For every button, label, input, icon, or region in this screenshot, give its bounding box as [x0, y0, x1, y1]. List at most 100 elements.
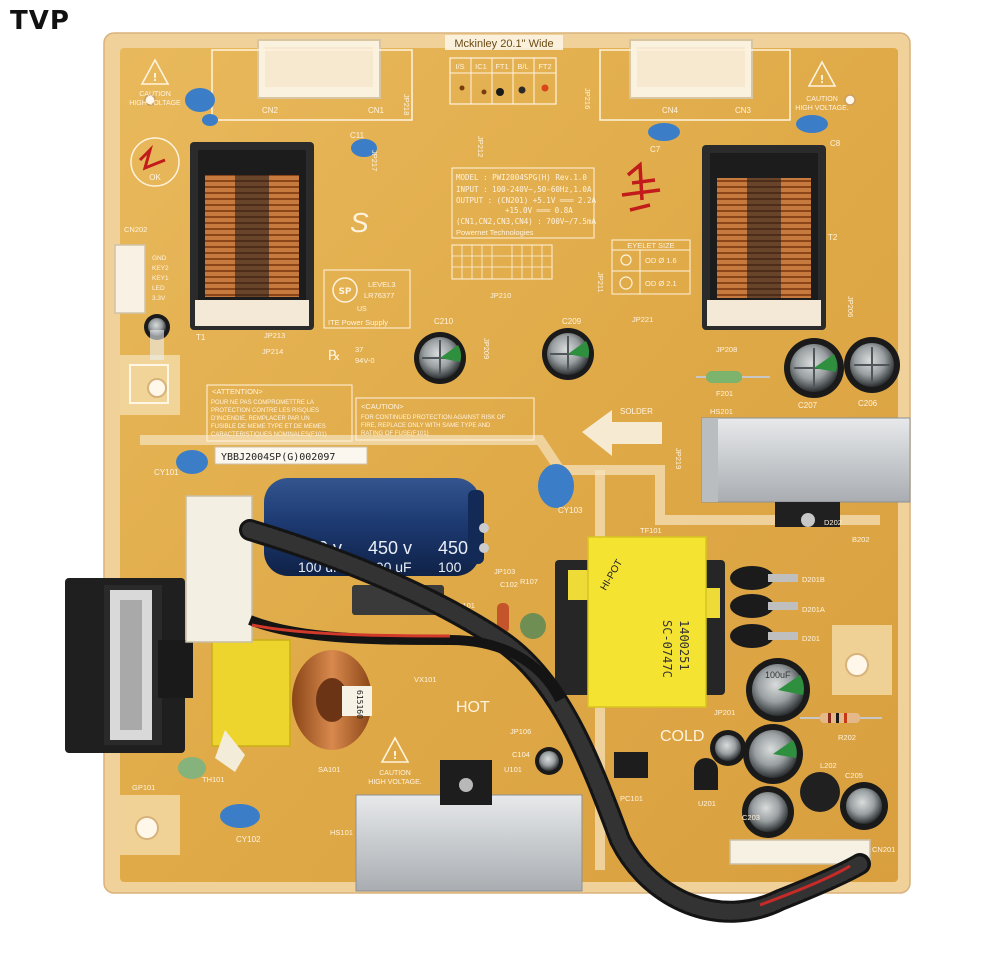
- svg-text:CAUTION: CAUTION: [379, 770, 411, 777]
- common-mode-choke: 615160 SA101: [292, 650, 372, 774]
- svg-text:GND: GND: [152, 255, 167, 262]
- svg-text:JP213: JP213: [264, 331, 285, 340]
- svg-text:HIGH VOLTAGE.: HIGH VOLTAGE.: [368, 779, 421, 786]
- svg-text:OUTPUT : (CN201) +5.1V ═══ 2.2: OUTPUT : (CN201) +5.1V ═══ 2.2A: [456, 196, 596, 205]
- svg-text:CN2: CN2: [262, 106, 279, 115]
- jumper-pad-grid: [451, 244, 553, 280]
- thermistor-th101: TH101: [178, 730, 245, 784]
- hot-side-label: HOT: [456, 699, 490, 716]
- optocoupler-pc101: PC101: [614, 752, 648, 803]
- svg-text:450 v: 450 v: [368, 538, 412, 558]
- svg-text:JP106: JP106: [510, 727, 531, 736]
- svg-text:INPUT : 100-240V~,50-60Hz,1.0A: INPUT : 100-240V~,50-60Hz,1.0A: [456, 185, 592, 194]
- svg-text:FUSIBLE DE MEME TYPE ET DE MEM: FUSIBLE DE MEME TYPE ET DE MEMES: [211, 424, 326, 430]
- svg-text:FIRE, REPLACE ONLY WITH SAME T: FIRE, REPLACE ONLY WITH SAME TYPE AND: [361, 423, 491, 429]
- y-capacitor-c12: [185, 88, 218, 126]
- svg-text:615160: 615160: [355, 690, 364, 719]
- inspector-mark: [621, 161, 661, 212]
- svg-text:CY103: CY103: [558, 506, 583, 515]
- svg-text:RATING OF FUSE(F101): RATING OF FUSE(F101): [361, 431, 429, 437]
- svg-text:CAUTION: CAUTION: [139, 91, 171, 98]
- svg-text:FT2: FT2: [538, 62, 551, 71]
- svg-text:C102: C102: [500, 580, 518, 589]
- bulk-capacitor-450v: 450 v 450 v 450 100 uF 100 uF 100: [264, 478, 489, 576]
- svg-text:Powernet Technologies: Powernet Technologies: [456, 228, 534, 237]
- svg-text:C209: C209: [562, 317, 582, 326]
- svg-text:CN202: CN202: [124, 225, 147, 234]
- model-label: MODEL : PWI2004SPG(H) Rev.1.0 INPUT : 10…: [451, 167, 596, 239]
- svg-text:GP101: GP101: [132, 783, 155, 792]
- svg-text:YBBJ2004SP(G)002097: YBBJ2004SP(G)002097: [221, 452, 335, 463]
- fuse-f201: F201: [696, 371, 770, 398]
- connector-cn202: CN202 GND KEY2 KEY1 LED 3.3V: [114, 225, 169, 314]
- svg-text:HIGH VOLTAGE.: HIGH VOLTAGE.: [795, 105, 848, 112]
- svg-text:JP206: JP206: [846, 296, 855, 317]
- svg-text:I/S: I/S: [455, 62, 464, 71]
- svg-text:HS201: HS201: [710, 407, 733, 416]
- svg-text:C11: C11: [350, 131, 365, 140]
- svg-text:JP209: JP209: [482, 338, 491, 359]
- y-capacitor-c7: C7: [648, 123, 680, 154]
- y-capacitor-cy103: CY103: [538, 464, 583, 515]
- svg-text:R107: R107: [520, 577, 538, 586]
- svg-text:C203: C203: [742, 813, 760, 822]
- capacitor-c203: C203: [742, 786, 794, 838]
- heatsink-hs201: HS201: [701, 407, 911, 527]
- attention-notice: <ATTENTION> POUR NE PAS COMPROMETTRE LA …: [206, 384, 353, 442]
- svg-text:SA101: SA101: [318, 765, 341, 774]
- svg-text:!: !: [392, 749, 397, 762]
- svg-text:D201B: D201B: [802, 575, 825, 584]
- svg-text:C210: C210: [434, 317, 454, 326]
- connector-cn4-cn3: CN4 CN3: [599, 39, 791, 121]
- svg-text:℞: ℞: [328, 348, 341, 364]
- svg-text:C104: C104: [512, 750, 530, 759]
- svg-text:TF101: TF101: [640, 526, 662, 535]
- svg-text:KEY1: KEY1: [152, 275, 169, 282]
- y-capacitor-cy101: CY101: [154, 450, 208, 477]
- svg-text:1400251: 1400251: [677, 620, 691, 671]
- svg-text:D202: D202: [824, 518, 842, 527]
- svg-text:D201: D201: [802, 634, 820, 643]
- svg-text:ITE Power Supply: ITE Power Supply: [328, 318, 388, 327]
- svg-text:US: US: [357, 306, 367, 313]
- svg-text:U101: U101: [504, 765, 522, 774]
- manufacturer-logo: S: [350, 207, 369, 238]
- svg-text:+15.0V ═══ 0.8A: +15.0V ═══ 0.8A: [505, 206, 573, 215]
- eyelet-size-chart: EYELET SIZE OD Ø 1.6 OD Ø 2.1: [611, 239, 691, 295]
- svg-text:SP: SP: [338, 287, 351, 297]
- svg-text:R202: R202: [838, 733, 856, 742]
- connector-cn2-cn1: CN2 CN1: [211, 39, 413, 121]
- capacitor-c207: C207: [784, 338, 844, 410]
- svg-text:HS101: HS101: [330, 828, 353, 837]
- svg-text:JP103: JP103: [494, 567, 515, 576]
- cold-side-label: COLD: [660, 728, 704, 745]
- x-capacitor: [211, 639, 291, 747]
- svg-text:100uF: 100uF: [765, 670, 791, 680]
- svg-text:JP221: JP221: [632, 315, 653, 324]
- svg-text:LR76377: LR76377: [364, 291, 394, 300]
- brand-logo: TVP: [10, 6, 70, 36]
- svg-text:SOLDER: SOLDER: [620, 407, 653, 416]
- diode-array-d201: D201B D201A D201: [730, 566, 825, 648]
- svg-text:37: 37: [355, 345, 363, 354]
- flammability-mark: ℞ 37 94V-0: [328, 345, 375, 365]
- svg-text:C206: C206: [858, 399, 878, 408]
- svg-text:<ATTENTION>: <ATTENTION>: [212, 387, 263, 396]
- svg-text:OD Ø 1.6: OD Ø 1.6: [645, 256, 677, 265]
- ac-power-inlet: [65, 578, 193, 753]
- svg-text:(CN1,CN2,CN3,CN4) : 700V~/7.5m: (CN1,CN2,CN3,CN4) : 700V~/7.5mA: [456, 217, 596, 226]
- svg-text:JP210: JP210: [490, 291, 511, 300]
- svg-text:KEY2: KEY2: [152, 265, 169, 272]
- svg-text:T1: T1: [196, 333, 206, 342]
- caution-high-voltage-bottom: ! CAUTION HIGH VOLTAGE.: [368, 736, 422, 786]
- svg-text:U201: U201: [698, 799, 716, 808]
- transformer-tf101: HI-POT 1400251 SC-0747C TF101: [555, 526, 725, 708]
- capacitor-c209: C209: [542, 317, 594, 380]
- svg-text:C7: C7: [650, 145, 661, 154]
- svg-text:F201: F201: [716, 389, 733, 398]
- svg-text:LEVEL3: LEVEL3: [368, 280, 396, 289]
- svg-text:JP216: JP216: [583, 88, 592, 109]
- svg-text:OD Ø 2.1: OD Ø 2.1: [645, 279, 677, 288]
- svg-text:S: S: [350, 207, 369, 238]
- resistor-r107: R107: [497, 577, 538, 633]
